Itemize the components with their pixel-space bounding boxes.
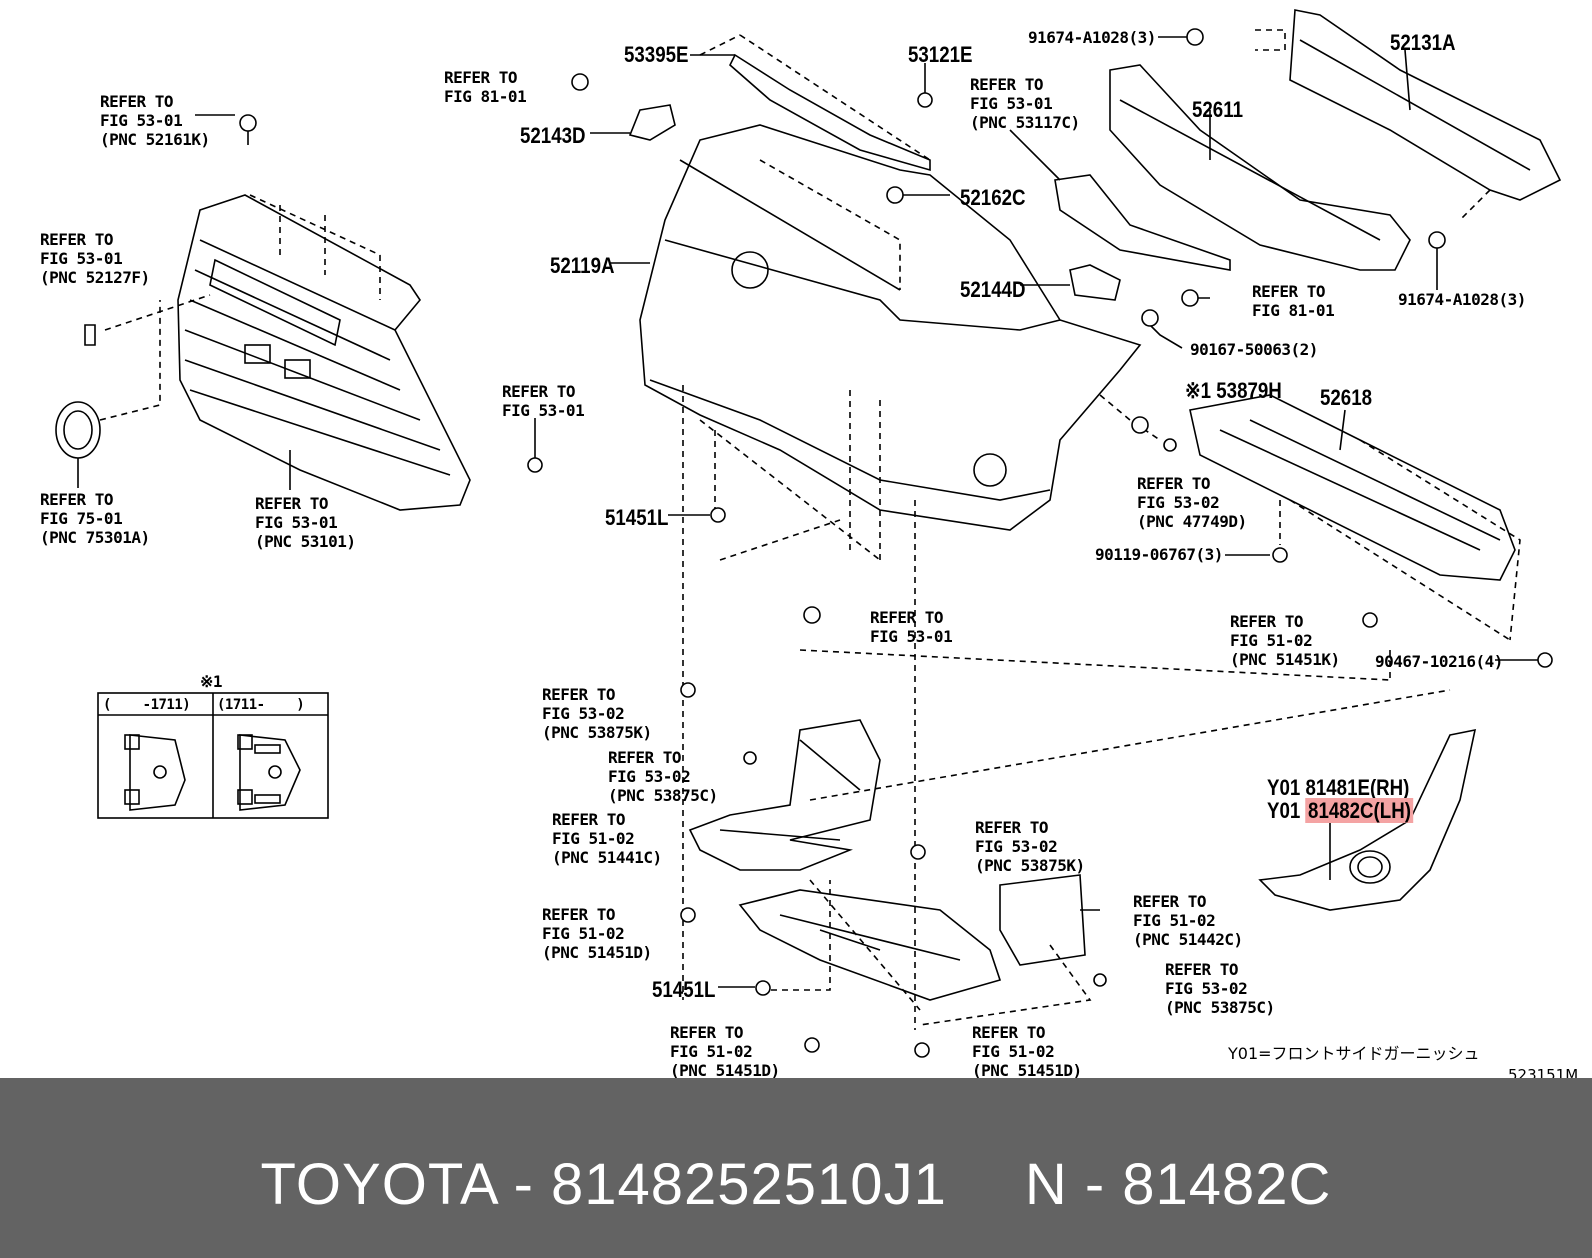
refer-pnc-51451d-a: REFER TO FIG 51-02 (PNC 51451D) xyxy=(542,905,652,962)
refer-pnc-53875k-a: REFER TO FIG 53-02 (PNC 53875K) xyxy=(542,685,652,742)
inset-box xyxy=(97,692,329,819)
refer-pnc-52161k: REFER TO FIG 53-01 (PNC 52161K) xyxy=(100,92,210,149)
part-52143D: 52143D xyxy=(520,123,586,148)
caption-right: N - 81482C xyxy=(1024,1152,1332,1217)
fasteners xyxy=(239,28,1553,1058)
refer-fig-53-01-low: REFER TO FIG 53-01 xyxy=(870,608,953,646)
inset-col-right: (1711- ) xyxy=(217,697,305,713)
refer-pnc-51441c: REFER TO FIG 51-02 (PNC 51441C) xyxy=(552,810,662,867)
parts-diagram: 53395E 53121E 91674-A1028(3) 52131A 5214… xyxy=(40,9,1579,1084)
refer-pnc-51451k: REFER TO FIG 51-02 (PNC 51451K) xyxy=(1230,612,1340,669)
part-81482C-row: Y01 81482C(LH) xyxy=(1267,798,1414,824)
refer-pnc-52127f: REFER TO FIG 53-01 (PNC 52127F) xyxy=(40,230,150,287)
upper-trim-drawing xyxy=(729,53,931,172)
refer-pnc-51442c: REFER TO FIG 51-02 (PNC 51442C) xyxy=(1133,892,1243,949)
refer-pnc-53875k-b: REFER TO FIG 53-02 (PNC 53875K) xyxy=(975,818,1085,875)
assembly-lines xyxy=(682,159,1451,1030)
clip-drawing xyxy=(84,324,96,346)
refer-pnc-53875c-b: REFER TO FIG 53-02 (PNC 53875C) xyxy=(1165,960,1275,1017)
part-53395E: 53395E xyxy=(624,42,689,67)
diagram-drawing xyxy=(55,9,1562,1058)
y01-prefix: Y01 xyxy=(1267,798,1301,823)
part-52131A: 52131A xyxy=(1390,30,1456,55)
part-81481E: Y01 81481E(RH) xyxy=(1267,775,1410,800)
absorber-drawing xyxy=(1109,64,1411,271)
lower-cover-center-drawing xyxy=(738,874,1086,1001)
refer-pnc-51451d-c: REFER TO FIG 51-02 (PNC 51451D) xyxy=(972,1023,1082,1080)
caption-left: TOYOTA - 8148252510J1 xyxy=(260,1152,947,1217)
part-52611: 52611 xyxy=(1192,97,1243,122)
inset-mark: ※1 xyxy=(200,672,223,691)
refer-pnc-51451d-b: REFER TO FIG 51-02 (PNC 51451D) xyxy=(670,1023,780,1080)
refer-pnc-53101: REFER TO FIG 53-01 (PNC 53101) xyxy=(255,494,356,551)
refer-pnc-47749d: REFER TO FIG 53-02 (PNC 47749D) xyxy=(1137,474,1247,531)
refer-pnc-75301a: REFER TO FIG 75-01 (PNC 75301A) xyxy=(40,490,150,547)
leader-lines xyxy=(195,36,1540,988)
under-cover-drawing xyxy=(1189,394,1521,641)
refer-pnc-53117c: REFER TO FIG 53-01 (PNC 53117C) xyxy=(970,75,1080,132)
part-90167: 90167-50063(2) xyxy=(1190,340,1318,359)
part-52618: 52618 xyxy=(1320,385,1373,410)
legend-note: Y01=フロントサイドガーニッシュ xyxy=(1228,1044,1480,1063)
part-51451L-lower: 51451L xyxy=(652,977,716,1002)
caption-bar xyxy=(0,1078,1592,1258)
caption: TOYOTA - 8148252510J1 N - 81482C xyxy=(0,1150,1592,1220)
part-53879H: ※1 53879H xyxy=(1185,378,1282,403)
refer-fig-81-01-top: REFER TO FIG 81-01 xyxy=(444,68,527,106)
bracket-drawing xyxy=(628,104,676,141)
bracket-52144d-drawing xyxy=(1069,264,1121,301)
part-90467: 90467-10216(4) xyxy=(1375,652,1503,671)
side-bracket-drawing xyxy=(1054,174,1231,271)
refer-fig-53-01-mid: REFER TO FIG 53-01 xyxy=(502,382,585,420)
inset-col-left: ( -1711) xyxy=(103,697,191,713)
part-52119A: 52119A xyxy=(550,253,615,278)
part-53121E: 53121E xyxy=(908,42,973,67)
reinforcement-drawing xyxy=(1255,9,1562,221)
part-90119: 90119-06767(3) xyxy=(1095,545,1223,564)
part-52162C: 52162C xyxy=(960,185,1026,210)
emblem-drawing xyxy=(55,300,161,488)
refer-pnc-53875c-a: REFER TO FIG 53-02 (PNC 53875C) xyxy=(608,748,718,805)
part-81482C-highlight: 81482C(LH) xyxy=(1305,798,1414,823)
bumper-cover-drawing xyxy=(639,124,1142,531)
part-51451L-upper: 51451L xyxy=(605,505,669,530)
part-52144D: 52144D xyxy=(960,277,1026,302)
garnish-drawing xyxy=(1258,728,1477,911)
refer-fig-81-01-right: REFER TO FIG 81-01 xyxy=(1252,282,1335,320)
grille-drawing xyxy=(177,194,471,511)
lower-cover-left-drawing xyxy=(688,719,881,871)
part-91674-right: 91674-A1028(3) xyxy=(1398,290,1526,309)
part-91674-top: 91674-A1028(3) xyxy=(1028,28,1156,47)
